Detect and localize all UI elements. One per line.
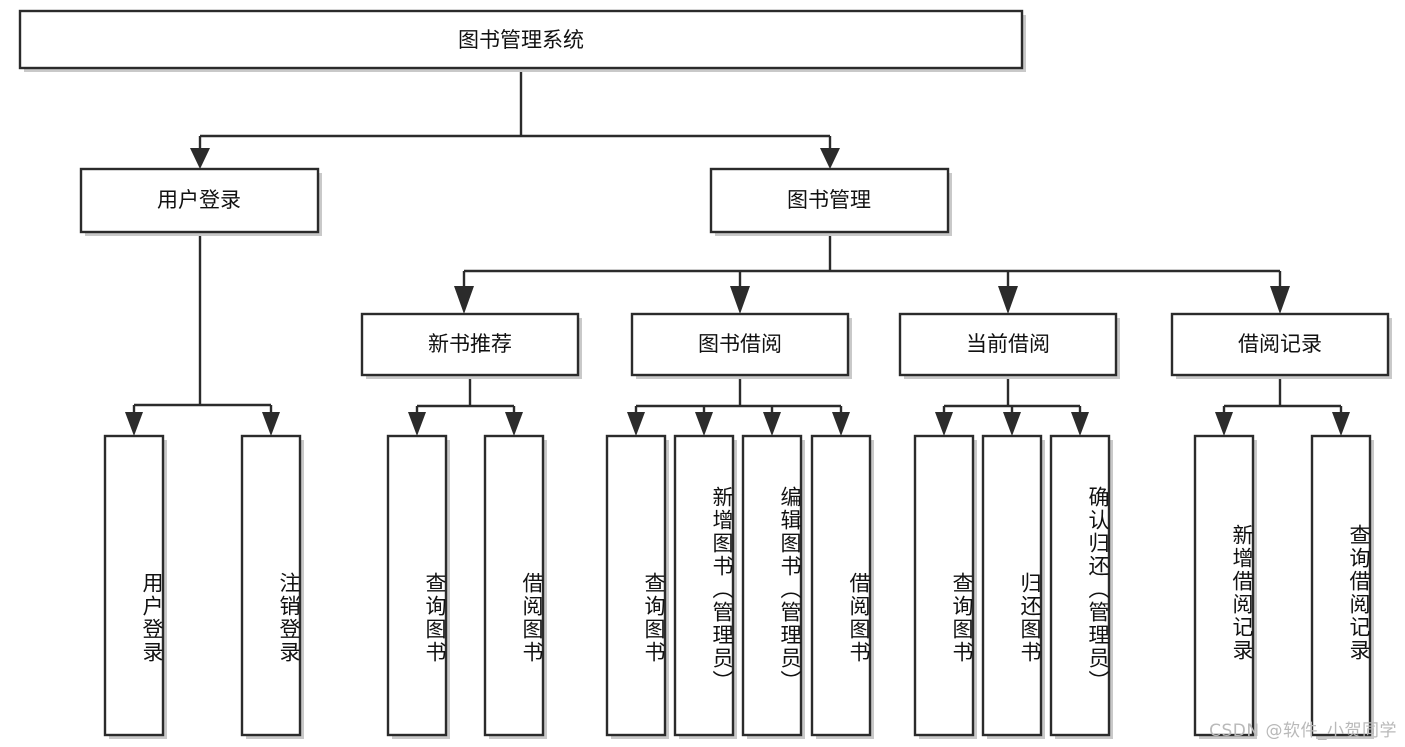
node-box-leaf-confirm-return[interactable]	[1049, 434, 1111, 737]
node-box-current-borrow[interactable]	[898, 312, 1118, 377]
node-box-borrow-record[interactable]	[1170, 312, 1390, 377]
node-box-book-management[interactable]	[709, 167, 950, 234]
node-label-user-login: 用户登录	[157, 188, 241, 212]
node-label-leaf-add-record: 新增借阅记录	[1230, 523, 1254, 662]
node-label-leaf-user-login: 用户登录	[140, 571, 164, 664]
node-label-current-borrow: 当前借阅	[966, 332, 1050, 356]
node-box-leaf-return-book[interactable]	[981, 434, 1043, 737]
arrow-to-leaf-return-book	[1003, 412, 1021, 436]
node-label-leaf-confirm-return: 确认归还（管理员）	[1086, 486, 1110, 693]
node-label-leaf-query-book-3: 查询图书	[950, 571, 974, 664]
arrow-to-leaf-query-book-2	[627, 412, 645, 436]
arrow-to-leaf-confirm-return	[1071, 412, 1089, 436]
node-box-leaf-add-book[interactable]	[673, 434, 735, 737]
node-box-leaf-query-book-1[interactable]	[386, 434, 448, 737]
arrow-root-to-book-management	[820, 148, 840, 169]
arrow-to-leaf-add-book	[695, 412, 713, 436]
node-box-leaf-query-record[interactable]	[1310, 434, 1372, 737]
arrow-to-leaf-edit-book	[763, 412, 781, 436]
node-label-leaf-borrow-book-2: 借阅图书	[847, 571, 871, 664]
node-box-leaf-edit-book[interactable]	[741, 434, 803, 737]
arrow-to-book-borrow	[730, 286, 750, 314]
node-label-new-book-recommend: 新书推荐	[428, 332, 512, 356]
arrow-to-leaf-user-login	[125, 412, 143, 436]
node-label-leaf-return-book: 归还图书	[1018, 571, 1042, 664]
node-label-leaf-logout: 注销登录	[277, 571, 301, 664]
node-box-leaf-logout[interactable]	[240, 434, 302, 737]
node-box-leaf-query-book-3[interactable]	[913, 434, 975, 737]
arrow-to-leaf-borrow-book-2	[832, 412, 850, 436]
arrow-to-current-borrow	[998, 286, 1018, 314]
node-layer: 图书管理系统 用户登录 图书管理 新书推荐 图书借阅 当前借阅 借阅记录	[18, 9, 1392, 739]
node-box-user-login[interactable]	[79, 167, 320, 234]
arrow-to-leaf-add-record	[1215, 412, 1233, 436]
arrow-to-leaf-query-record	[1332, 412, 1350, 436]
arrow-to-borrow-record	[1270, 286, 1290, 314]
node-box-leaf-user-login[interactable]	[103, 434, 165, 737]
arrow-to-leaf-query-book-3	[935, 412, 953, 436]
connector-layer	[125, 68, 1350, 436]
arrow-root-to-user-login	[190, 148, 210, 169]
csdn-watermark: CSDN @软件_小贺同学	[1209, 721, 1397, 741]
node-box-leaf-borrow-book-2[interactable]	[810, 434, 872, 737]
node-box-book-borrow[interactable]	[630, 312, 850, 377]
node-label-leaf-query-book-2: 查询图书	[642, 571, 666, 664]
node-label-book-borrow: 图书借阅	[698, 332, 782, 356]
arrow-to-leaf-logout	[262, 412, 280, 436]
node-box-leaf-add-record[interactable]	[1193, 434, 1255, 737]
arrow-to-leaf-query-book-1	[408, 412, 426, 436]
node-label-leaf-add-book: 新增图书（管理员）	[710, 486, 734, 693]
node-label-leaf-query-record: 查询借阅记录	[1347, 523, 1371, 662]
node-label-root: 图书管理系统	[458, 28, 584, 52]
node-label-leaf-edit-book: 编辑图书（管理员）	[778, 486, 802, 693]
node-label-leaf-query-book-1: 查询图书	[423, 571, 447, 664]
node-label-borrow-record: 借阅记录	[1238, 332, 1322, 356]
node-box-leaf-borrow-book-1[interactable]	[483, 434, 545, 737]
arrow-to-new-book-recommend	[454, 286, 474, 314]
node-box-leaf-query-book-2[interactable]	[605, 434, 667, 737]
node-box-new-book-recommend[interactable]	[360, 312, 580, 377]
arrow-to-leaf-borrow-book-1	[505, 412, 523, 436]
node-label-leaf-borrow-book-1: 借阅图书	[520, 571, 544, 664]
node-label-book-management: 图书管理	[787, 188, 871, 212]
node-box-root[interactable]	[18, 9, 1024, 70]
